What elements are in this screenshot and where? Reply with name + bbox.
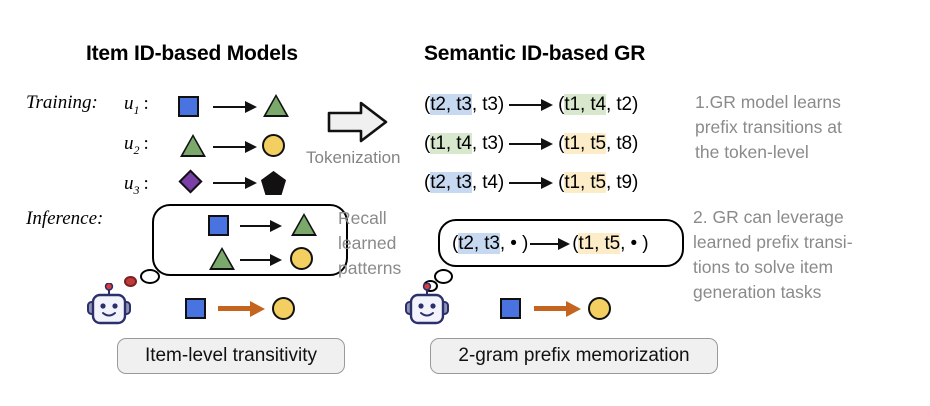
token-transition-arrow bbox=[509, 98, 554, 112]
bubble-tail-dot bbox=[124, 276, 137, 287]
green-triangle-shape bbox=[209, 247, 235, 270]
user-id-3-name: u bbox=[124, 173, 134, 194]
token-open: ( bbox=[558, 133, 565, 154]
token-highlight: t1, t5 bbox=[564, 133, 607, 154]
token-open: ( bbox=[558, 94, 565, 115]
token-highlight: t2, t3 bbox=[430, 94, 472, 115]
legend-item-level-transitivity: Item-level transitivity bbox=[117, 338, 345, 374]
green-triangle-shape bbox=[263, 94, 289, 117]
recall-note: Recall learned patterns bbox=[338, 206, 401, 281]
user-id-2-index: 2 bbox=[133, 142, 140, 157]
user-id-1-name: u bbox=[124, 93, 134, 114]
token-row: (t2, t3, t4) (t1, t5, t9) bbox=[424, 170, 638, 196]
token-open: ( bbox=[452, 233, 459, 254]
transition-arrow bbox=[240, 253, 284, 267]
transition-arrow bbox=[240, 219, 284, 233]
training-label: Training: bbox=[26, 92, 98, 113]
token-target: (t1, t5, • ) bbox=[572, 233, 649, 255]
generated-transition-arrow bbox=[218, 301, 266, 317]
token-transition-arrow bbox=[509, 137, 554, 151]
orange-pentagon-shape bbox=[261, 171, 286, 195]
blue-square-shape bbox=[178, 96, 199, 117]
legend-2gram-prefix-memorization: 2-gram prefix memorization bbox=[430, 338, 718, 374]
token-open: ( bbox=[424, 94, 431, 115]
user-id-2: u2: bbox=[124, 133, 149, 158]
note-line: 1.GR model learns bbox=[695, 92, 841, 112]
transition-arrow bbox=[213, 100, 257, 114]
token-open: ( bbox=[424, 172, 431, 193]
note-line: tions to solve item bbox=[693, 257, 834, 277]
token-highlight: t1, t4 bbox=[430, 133, 472, 154]
robot-icon bbox=[404, 282, 450, 327]
token-tail: , t4) bbox=[471, 172, 505, 193]
token-highlight: t1, t5 bbox=[564, 172, 607, 193]
token-tail: , • ) bbox=[620, 233, 649, 254]
green-triangle-shape bbox=[180, 134, 206, 157]
user-id-1: u1: bbox=[124, 93, 149, 118]
note-line: learned bbox=[338, 233, 397, 253]
token-target: (t1, t5, t8) bbox=[558, 133, 638, 155]
transition-arrow bbox=[213, 176, 257, 190]
token-source: (t2, t3, t3) bbox=[424, 94, 504, 116]
user-id-2-colon: : bbox=[143, 133, 149, 154]
token-highlight: t1, t4 bbox=[564, 94, 607, 115]
blue-square-shape bbox=[500, 298, 521, 319]
token-target: (t1, t5, t9) bbox=[558, 172, 638, 194]
yellow-circle-shape bbox=[290, 247, 313, 270]
token-tail: , t3) bbox=[471, 133, 505, 154]
left-column-title: Item ID-based Models bbox=[86, 42, 298, 65]
tokenization-arrow-icon bbox=[327, 100, 389, 149]
yellow-circle-shape bbox=[262, 134, 285, 157]
token-tail: , • ) bbox=[499, 233, 529, 254]
user-id-3-colon: : bbox=[143, 173, 149, 194]
note-line: prefix transitions at bbox=[695, 117, 842, 137]
blue-square-shape bbox=[208, 215, 229, 236]
robot-icon bbox=[86, 282, 132, 327]
token-row: (t1, t4, t3) (t1, t5, t8) bbox=[424, 131, 638, 157]
purple-diamond-shape bbox=[178, 169, 203, 194]
note-line: generation tasks bbox=[693, 282, 822, 302]
bubble-tail-dot bbox=[140, 269, 160, 284]
note-line: Recall bbox=[338, 208, 387, 228]
token-open: ( bbox=[572, 233, 579, 254]
note-gr-leverage: 2. GR can leverage learned prefix transi… bbox=[693, 205, 853, 305]
generated-transition-arrow bbox=[534, 301, 582, 317]
token-transition-arrow bbox=[530, 237, 571, 251]
note-line: the token-level bbox=[695, 142, 809, 162]
token-source: (t1, t4, t3) bbox=[424, 133, 504, 155]
note-line: learned prefix transi- bbox=[693, 232, 853, 252]
token-open: ( bbox=[558, 172, 565, 193]
user-id-1-colon: : bbox=[143, 93, 149, 114]
token-target: (t1, t4, t2) bbox=[558, 94, 638, 116]
token-transition-arrow bbox=[509, 176, 554, 190]
transition-arrow bbox=[213, 140, 257, 154]
token-tail: , t9) bbox=[606, 172, 639, 193]
token-source: (t2, t3, • ) bbox=[452, 233, 528, 255]
yellow-circle-shape bbox=[588, 297, 611, 320]
green-triangle-shape bbox=[291, 213, 317, 236]
token-tail: , t8) bbox=[606, 133, 639, 154]
token-tail: , t2) bbox=[606, 94, 639, 115]
note-gr-learns: 1.GR model learns prefix transitions at … bbox=[695, 90, 842, 165]
yellow-circle-shape bbox=[272, 297, 295, 320]
token-open: ( bbox=[424, 133, 431, 154]
user-id-3: u3: bbox=[124, 173, 149, 198]
token-highlight: t2, t3 bbox=[430, 172, 472, 193]
user-id-1-index: 1 bbox=[133, 102, 140, 117]
blue-square-shape bbox=[185, 298, 206, 319]
bubble-tail-dot bbox=[434, 269, 453, 284]
user-id-2-name: u bbox=[124, 133, 134, 154]
token-highlight: t2, t3 bbox=[458, 233, 500, 254]
inference-token-row: (t2, t3, • ) (t1, t5, • ) bbox=[452, 231, 649, 257]
tokenization-label: Tokenization bbox=[306, 148, 401, 167]
right-column-title: Semantic ID-based GR bbox=[424, 42, 646, 65]
token-row: (t2, t3, t3) (t1, t4, t2) bbox=[424, 92, 638, 118]
user-id-3-index: 3 bbox=[133, 182, 140, 197]
token-source: (t2, t3, t4) bbox=[424, 172, 504, 194]
token-highlight: t1, t5 bbox=[578, 233, 621, 254]
note-line: 2. GR can leverage bbox=[693, 207, 844, 227]
inference-label: Inference: bbox=[26, 208, 104, 229]
note-line: patterns bbox=[338, 258, 402, 278]
token-tail: , t3) bbox=[471, 94, 505, 115]
